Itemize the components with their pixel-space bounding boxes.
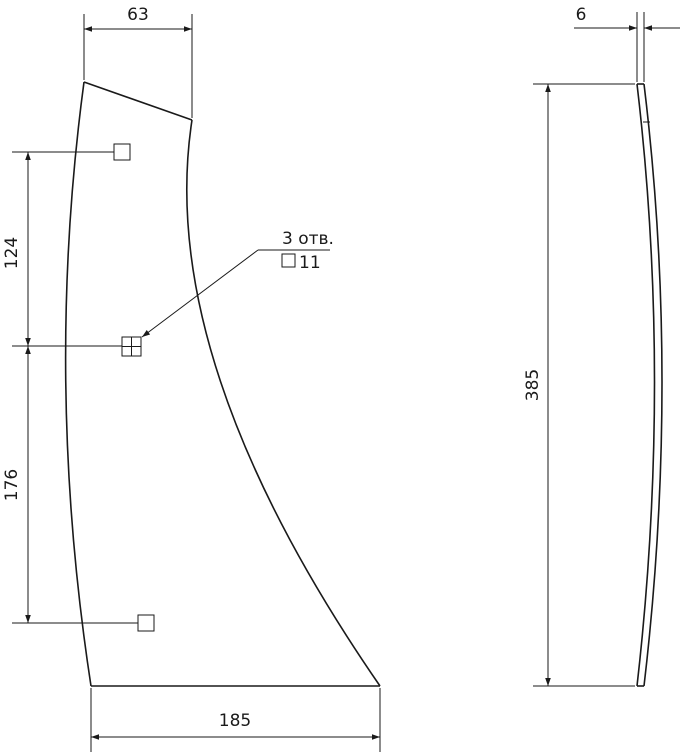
callout-count-label: 3 отв. <box>282 229 334 249</box>
hole-callout: 3 отв. 11 <box>141 229 334 338</box>
hole-top <box>113 143 131 161</box>
hole-bottom <box>137 614 155 632</box>
dimension-bottom-width-label: 185 <box>219 711 251 731</box>
hole-middle <box>121 336 142 357</box>
side-outer-curve <box>636 83 656 687</box>
square-symbol-icon <box>281 253 296 268</box>
blade-right-curve <box>186 119 381 687</box>
dimension-thickness: 6 <box>574 5 680 82</box>
dimension-top-width: 63 <box>83 5 193 118</box>
dimension-upper-spacing-label: 124 <box>2 237 22 269</box>
dimension-top-width-label: 63 <box>127 5 149 25</box>
blade-top-edge <box>83 81 193 121</box>
blade-left-edge <box>64 81 92 687</box>
dimension-lower-spacing-label: 176 <box>2 469 22 501</box>
dimension-height: 385 <box>523 83 635 687</box>
dimension-hole-spacing: 124 176 <box>2 151 138 624</box>
callout-hole-size-label: 11 <box>299 253 321 273</box>
blade-front-view <box>64 81 381 687</box>
dimension-thickness-label: 6 <box>576 5 587 25</box>
dimension-height-label: 385 <box>523 369 543 401</box>
mounting-holes <box>113 143 155 632</box>
side-inner-curve <box>643 83 663 687</box>
blade-side-view <box>636 83 663 687</box>
dimension-bottom-width: 185 <box>90 688 381 752</box>
